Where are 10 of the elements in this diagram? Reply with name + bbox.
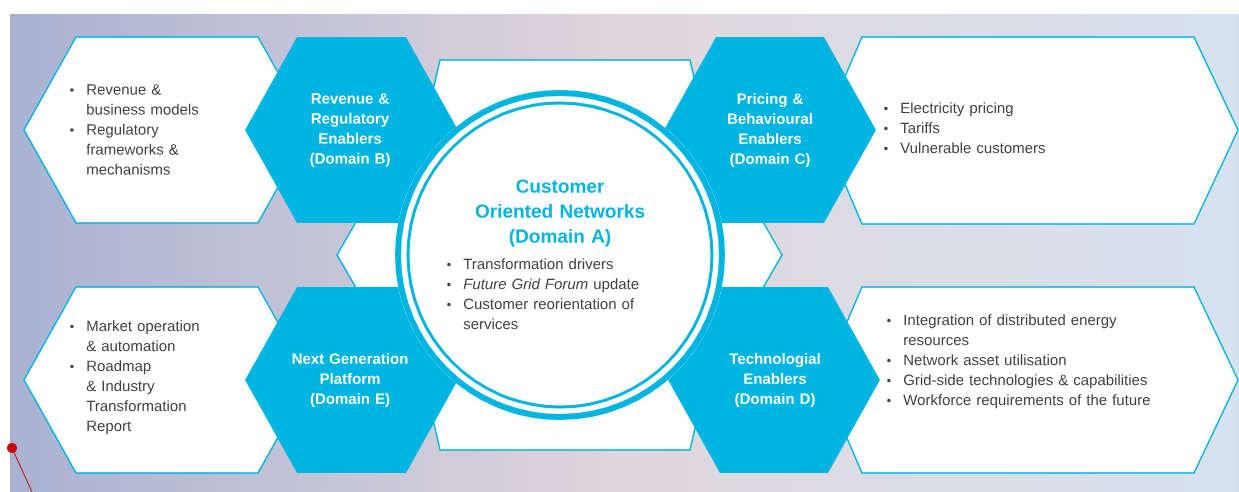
domain-hexagon: Revenue & Regulatory Enablers (Domain B) [245,37,458,223]
domain-hexagon: Pricing & Behavioural Enablers (Domain C) [664,37,876,223]
node-label: Transformation drivers [463,258,613,270]
domain-hexagon: Next Generation Platform (Domain E) [245,287,458,473]
domain-hexagon: Technologial Enablers (Domain D) [668,287,880,473]
node-label: Customer reorientation of services [463,298,635,330]
node-label: Customer Oriented Networks (Domain A) [475,179,645,247]
node-label: Future Grid Forum update [463,278,639,293]
bullet-hexagon: Electricity pricing Tariffs Vulnerable customers [821,36,1239,225]
bullet-hexagon: Integration of distributed energy resources Network asset utilisation Grid-side technologies & capabilities Workforce requirements of the future [821,286,1239,474]
